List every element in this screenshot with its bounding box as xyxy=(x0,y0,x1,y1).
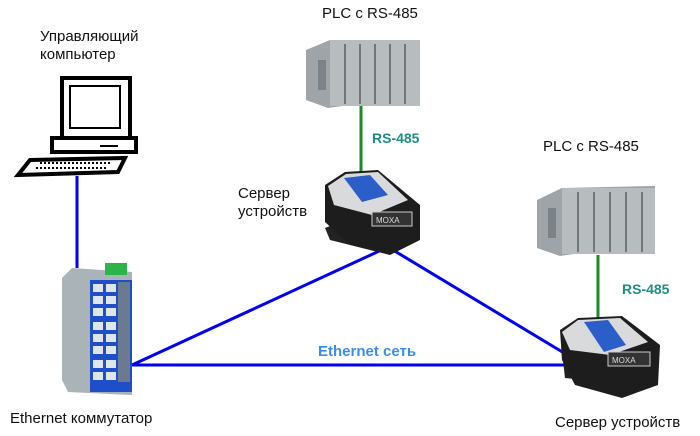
plc2-icon xyxy=(537,186,655,256)
switch-label: Ethernet коммутатор xyxy=(10,410,153,427)
ethernet-switch-icon xyxy=(62,263,132,395)
rs485-label-1: RS-485 xyxy=(372,130,420,146)
server2-label: Сервер устройств xyxy=(555,414,681,431)
plc1-icon xyxy=(306,40,420,108)
device-server1-icon: MOXA xyxy=(325,170,420,255)
rs485-label-2: RS-485 xyxy=(622,281,670,297)
link-server1-server2 xyxy=(387,245,585,367)
plc2-label: PLC с RS-485 xyxy=(543,138,639,155)
computer-label-line1: Управляющий xyxy=(40,28,139,45)
device-server2-icon: MOXA xyxy=(560,316,660,398)
plc1-label: PLC с RS-485 xyxy=(322,5,418,22)
server1-label: Сервер устройств xyxy=(238,185,307,221)
server1-label-line2: устройств xyxy=(238,203,308,220)
computer-icon xyxy=(13,76,138,178)
brand-logo: MOXA xyxy=(612,356,636,365)
brand-logo: MOXA xyxy=(376,216,400,225)
computer-label: Управляющий компьютер xyxy=(40,28,139,64)
computer-label-line2: компьютер xyxy=(40,46,116,63)
ethernet-network-label: Ethernet сеть xyxy=(318,343,417,360)
link-switch-server1 xyxy=(131,245,389,367)
server1-label-line1: Сервер xyxy=(238,185,291,202)
